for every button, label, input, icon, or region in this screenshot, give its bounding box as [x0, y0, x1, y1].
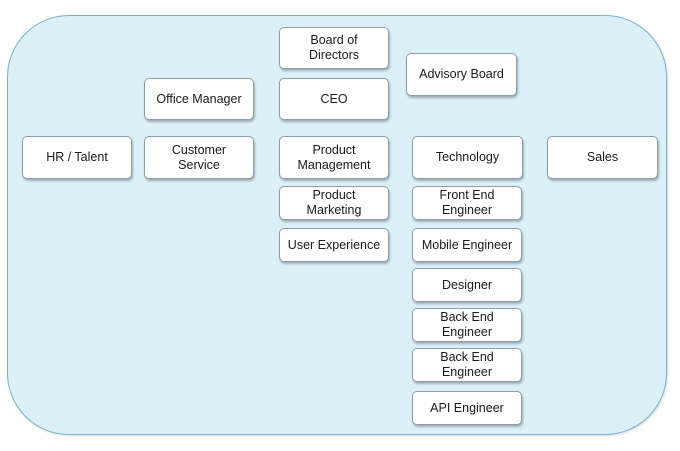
node-hr-talent: HR / Talent	[22, 136, 132, 179]
node-user-experience: User Experience	[279, 228, 389, 262]
node-product-marketing: Product Marketing	[279, 186, 389, 220]
node-customer-service: Customer Service	[144, 136, 254, 179]
node-product-management: Product Management	[279, 136, 389, 179]
node-office-manager: Office Manager	[144, 78, 254, 120]
node-api-engineer: API Engineer	[412, 391, 522, 425]
node-front-end-engineer: Front End Engineer	[412, 186, 522, 220]
node-technology: Technology	[412, 136, 523, 179]
node-back-end-engineer-2: Back End Engineer	[412, 348, 522, 382]
node-designer: Designer	[412, 268, 522, 302]
node-mobile-engineer: Mobile Engineer	[412, 228, 522, 262]
node-board-of-directors: Board of Directors	[279, 27, 389, 69]
node-advisory-board: Advisory Board	[406, 53, 517, 96]
node-back-end-engineer-1: Back End Engineer	[412, 308, 522, 342]
node-sales: Sales	[547, 136, 658, 179]
node-ceo: CEO	[279, 78, 389, 120]
